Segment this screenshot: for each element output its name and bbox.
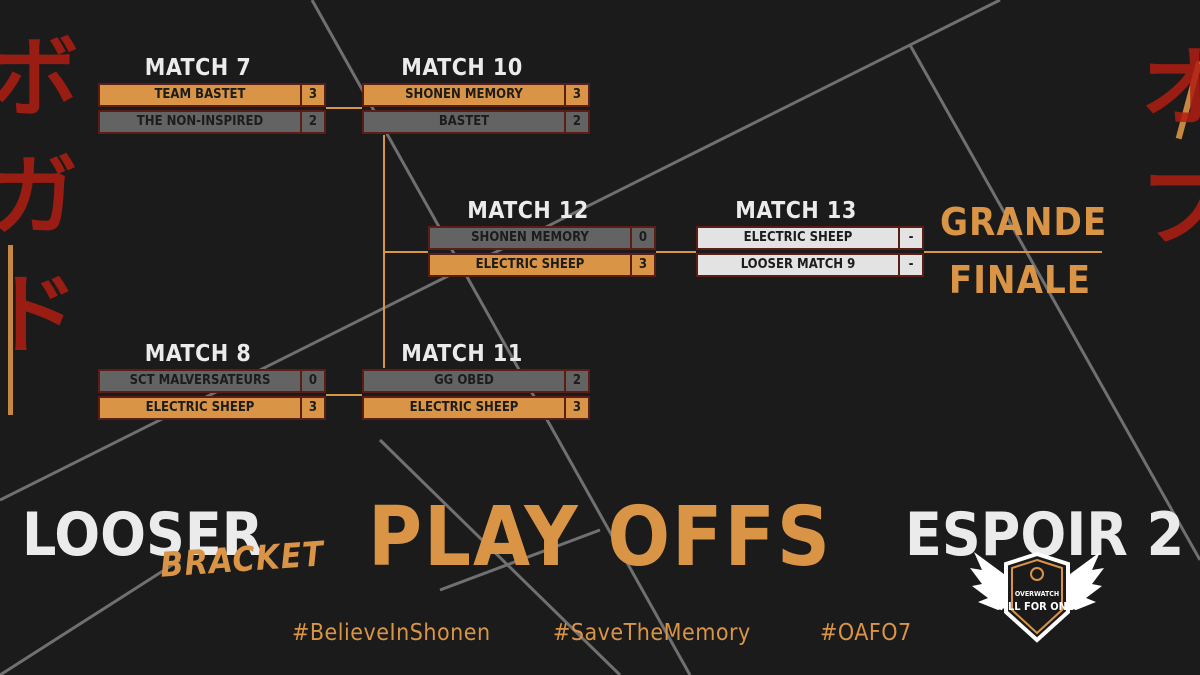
match-11-team-1: GG OBED 2 <box>362 369 590 393</box>
match-13-title: MATCH 13 <box>735 198 857 224</box>
team-name: SHONEN MEMORY <box>364 85 564 105</box>
team-score: 2 <box>564 371 588 391</box>
team-name: THE NON-INSPIRED <box>100 112 300 132</box>
match-11-title: MATCH 11 <box>401 341 523 367</box>
team-name: SCT MALVERSATEURS <box>100 371 300 391</box>
looser-title: LOOSER <box>22 500 264 570</box>
match-12-team-1: SHONEN MEMORY 0 <box>428 226 656 250</box>
team-name: LOOSER MATCH 9 <box>698 255 898 275</box>
match-7-title: MATCH 7 <box>144 55 252 81</box>
team-score: 2 <box>564 112 588 132</box>
team-score: 0 <box>300 371 324 391</box>
team-name: ELECTRIC SHEEP <box>100 398 300 418</box>
team-name: SHONEN MEMORY <box>430 228 630 248</box>
team-name: BASTET <box>364 112 564 132</box>
decor-watermark-right: オ ブ <box>1123 40 1200 249</box>
match-10-team-2: BASTET 2 <box>362 110 590 134</box>
match-8-team-2: ELECTRIC SHEEP 3 <box>98 396 326 420</box>
hashtag-1: #BelieveInShonen <box>292 620 491 646</box>
all-for-one-logo: OVERWATCH ALL FOR ONE <box>968 540 1106 658</box>
grande-finale-line-1: GRANDE <box>940 200 1108 244</box>
team-score: 3 <box>300 85 324 105</box>
match-8-title: MATCH 8 <box>144 341 252 367</box>
team-name: ELECTRIC SHEEP <box>430 255 630 275</box>
team-name: GG OBED <box>364 371 564 391</box>
team-score: 0 <box>630 228 654 248</box>
grande-finale-line-2: FINALE <box>948 258 1092 302</box>
hashtag-2: #SaveTheMemory <box>553 620 751 646</box>
wings-shield-icon <box>970 551 1104 643</box>
logo-bottom-text: ALL FOR ONE <box>1000 600 1074 613</box>
team-score: 3 <box>564 398 588 418</box>
match-13-card: ELECTRIC SHEEP - LOOSER MATCH 9 - <box>696 226 924 280</box>
match-8-card: SCT MALVERSATEURS 0 ELECTRIC SHEEP 3 <box>98 369 326 423</box>
match-8-team-1: SCT MALVERSATEURS 0 <box>98 369 326 393</box>
match-11-card: GG OBED 2 ELECTRIC SHEEP 3 <box>362 369 590 423</box>
match-13-team-1: ELECTRIC SHEEP - <box>696 226 924 250</box>
team-name: ELECTRIC SHEEP <box>698 228 898 248</box>
match-12-team-2: ELECTRIC SHEEP 3 <box>428 253 656 277</box>
bracket-connectors <box>326 107 1102 396</box>
team-name: ELECTRIC SHEEP <box>364 398 564 418</box>
match-10-title: MATCH 10 <box>401 55 523 81</box>
team-score: - <box>898 255 922 275</box>
hashtag-3: #OAFO7 <box>820 620 912 646</box>
decor-watermark-left: ボ ガ ド <box>0 30 78 357</box>
match-7-team-2: THE NON-INSPIRED 2 <box>98 110 326 134</box>
team-score: 3 <box>630 255 654 275</box>
match-7-card: TEAM BASTET 3 THE NON-INSPIRED 2 <box>98 83 326 137</box>
team-score: 2 <box>300 112 324 132</box>
match-11-team-2: ELECTRIC SHEEP 3 <box>362 396 590 420</box>
team-score: 3 <box>564 85 588 105</box>
play-offs-title: PLAY OFFS <box>367 490 833 585</box>
match-7-team-1: TEAM BASTET 3 <box>98 83 326 107</box>
decor-strokes <box>8 60 1200 415</box>
team-score: 3 <box>300 398 324 418</box>
logo-top-text: OVERWATCH <box>1014 590 1060 598</box>
match-10-card: SHONEN MEMORY 3 BASTET 2 <box>362 83 590 137</box>
match-12-title: MATCH 12 <box>467 198 589 224</box>
match-10-team-1: SHONEN MEMORY 3 <box>362 83 590 107</box>
match-12-card: SHONEN MEMORY 0 ELECTRIC SHEEP 3 <box>428 226 656 280</box>
team-name: TEAM BASTET <box>100 85 300 105</box>
match-13-team-2: LOOSER MATCH 9 - <box>696 253 924 277</box>
team-score: - <box>898 228 922 248</box>
